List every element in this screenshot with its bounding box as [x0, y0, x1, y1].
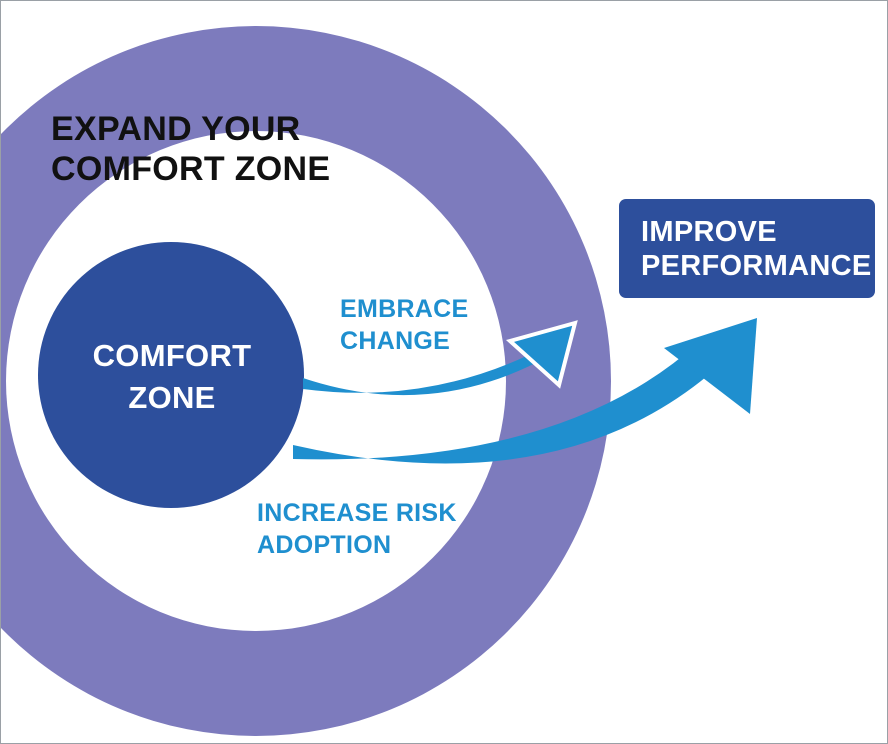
- increase-risk-line-2: ADOPTION: [257, 531, 392, 559]
- increase-risk-label: INCREASE RISK ADOPTION: [257, 497, 457, 561]
- risk-arrow-shaft: [293, 343, 719, 464]
- improve-line-2: PERFORMANCE: [641, 250, 872, 282]
- comfort-zone-circle: [38, 242, 304, 508]
- improve-performance-box: [619, 199, 875, 298]
- comfort-zone-line-1: COMFORT: [92, 338, 252, 373]
- comfort-zone-label: COMFORT ZONE: [41, 335, 303, 419]
- embrace-change-line-2: CHANGE: [340, 327, 451, 355]
- improve-performance-label: IMPROVE PERFORMANCE: [641, 215, 871, 283]
- embrace-change-line-1: EMBRACE: [340, 295, 469, 323]
- title-line-2: COMFORT ZONE: [51, 150, 331, 188]
- embrace-change-arrow-shaft: [303, 347, 549, 396]
- improve-line-1: IMPROVE: [641, 216, 777, 248]
- comfort-zone-line-2: ZONE: [128, 380, 216, 415]
- increase-risk-line-1: INCREASE RISK: [257, 499, 457, 527]
- diagram-title: EXPAND YOUR COMFORT ZONE: [51, 109, 330, 189]
- embrace-change-arrow-head: [505, 320, 578, 389]
- risk-arrow-head: [664, 318, 757, 414]
- title-line-1: EXPAND YOUR: [51, 110, 301, 148]
- embrace-change-label: EMBRACE CHANGE: [340, 293, 469, 357]
